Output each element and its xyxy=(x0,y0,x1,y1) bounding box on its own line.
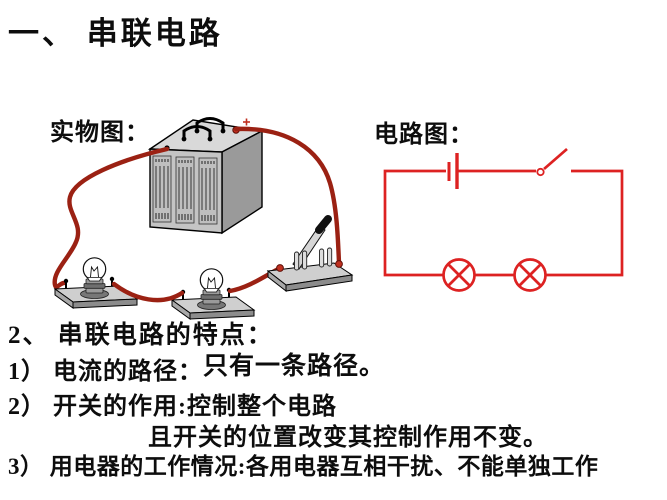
switch-terminal-right xyxy=(335,260,343,268)
battery-handle-icon xyxy=(182,117,225,139)
schematic-loop xyxy=(383,169,624,277)
plus-mark-icon xyxy=(243,118,250,126)
feature-item-2: 2） 开关的作用:控制整个电路 xyxy=(8,386,337,421)
battery-pack xyxy=(147,117,265,235)
lamp-symbol-2 xyxy=(513,258,547,292)
bulb-2 xyxy=(171,267,255,320)
lamp-symbol-1 xyxy=(442,258,476,292)
switch-symbol xyxy=(536,147,568,177)
features-heading: 2、 串联电路的特点： xyxy=(8,322,274,349)
wire-switch-to-battery xyxy=(233,126,342,266)
circuit-diagram-label: 电路图： xyxy=(374,122,474,148)
feature-item-1-answer: 只有一条路径。 xyxy=(203,353,386,380)
real-diagram-label: 实物图： xyxy=(50,120,150,146)
feature-item-3: 3） 用电器的工作情况:各用电器互相干扰、不能单独工作 xyxy=(8,447,598,481)
circuit-schematic xyxy=(383,147,624,292)
battery-symbol xyxy=(447,153,459,189)
page-title: 一、 串联电路 xyxy=(8,16,223,51)
wire-battery-to-bulb1 xyxy=(52,146,170,289)
switch-terminal-left xyxy=(276,264,284,272)
real-circuit-illustration xyxy=(52,117,354,320)
feature-item-1: 1） 电流的路径：只有一条路径。 xyxy=(8,351,385,387)
knife-switch xyxy=(266,215,354,293)
feature-item-1-label: 1） 电流的路径： xyxy=(8,359,203,385)
switch-clips xyxy=(294,247,333,271)
feature-item-3-label: 3） 用电器的工作情况: xyxy=(8,454,246,479)
feature-item-2-answer: 控制整个电路 xyxy=(187,394,337,420)
wire-bulb1-to-bulb2 xyxy=(111,281,185,303)
feature-item-2-label: 2） 开关的作用: xyxy=(8,394,187,420)
bulb-1 xyxy=(54,256,138,309)
switch-handle-icon xyxy=(315,215,332,234)
feature-item-3-answer: 各用电器互相干扰、不能单独工作 xyxy=(245,454,599,479)
feature-item-2-continuation: 且开关的位置改变其控制作用不变。 xyxy=(148,425,548,451)
